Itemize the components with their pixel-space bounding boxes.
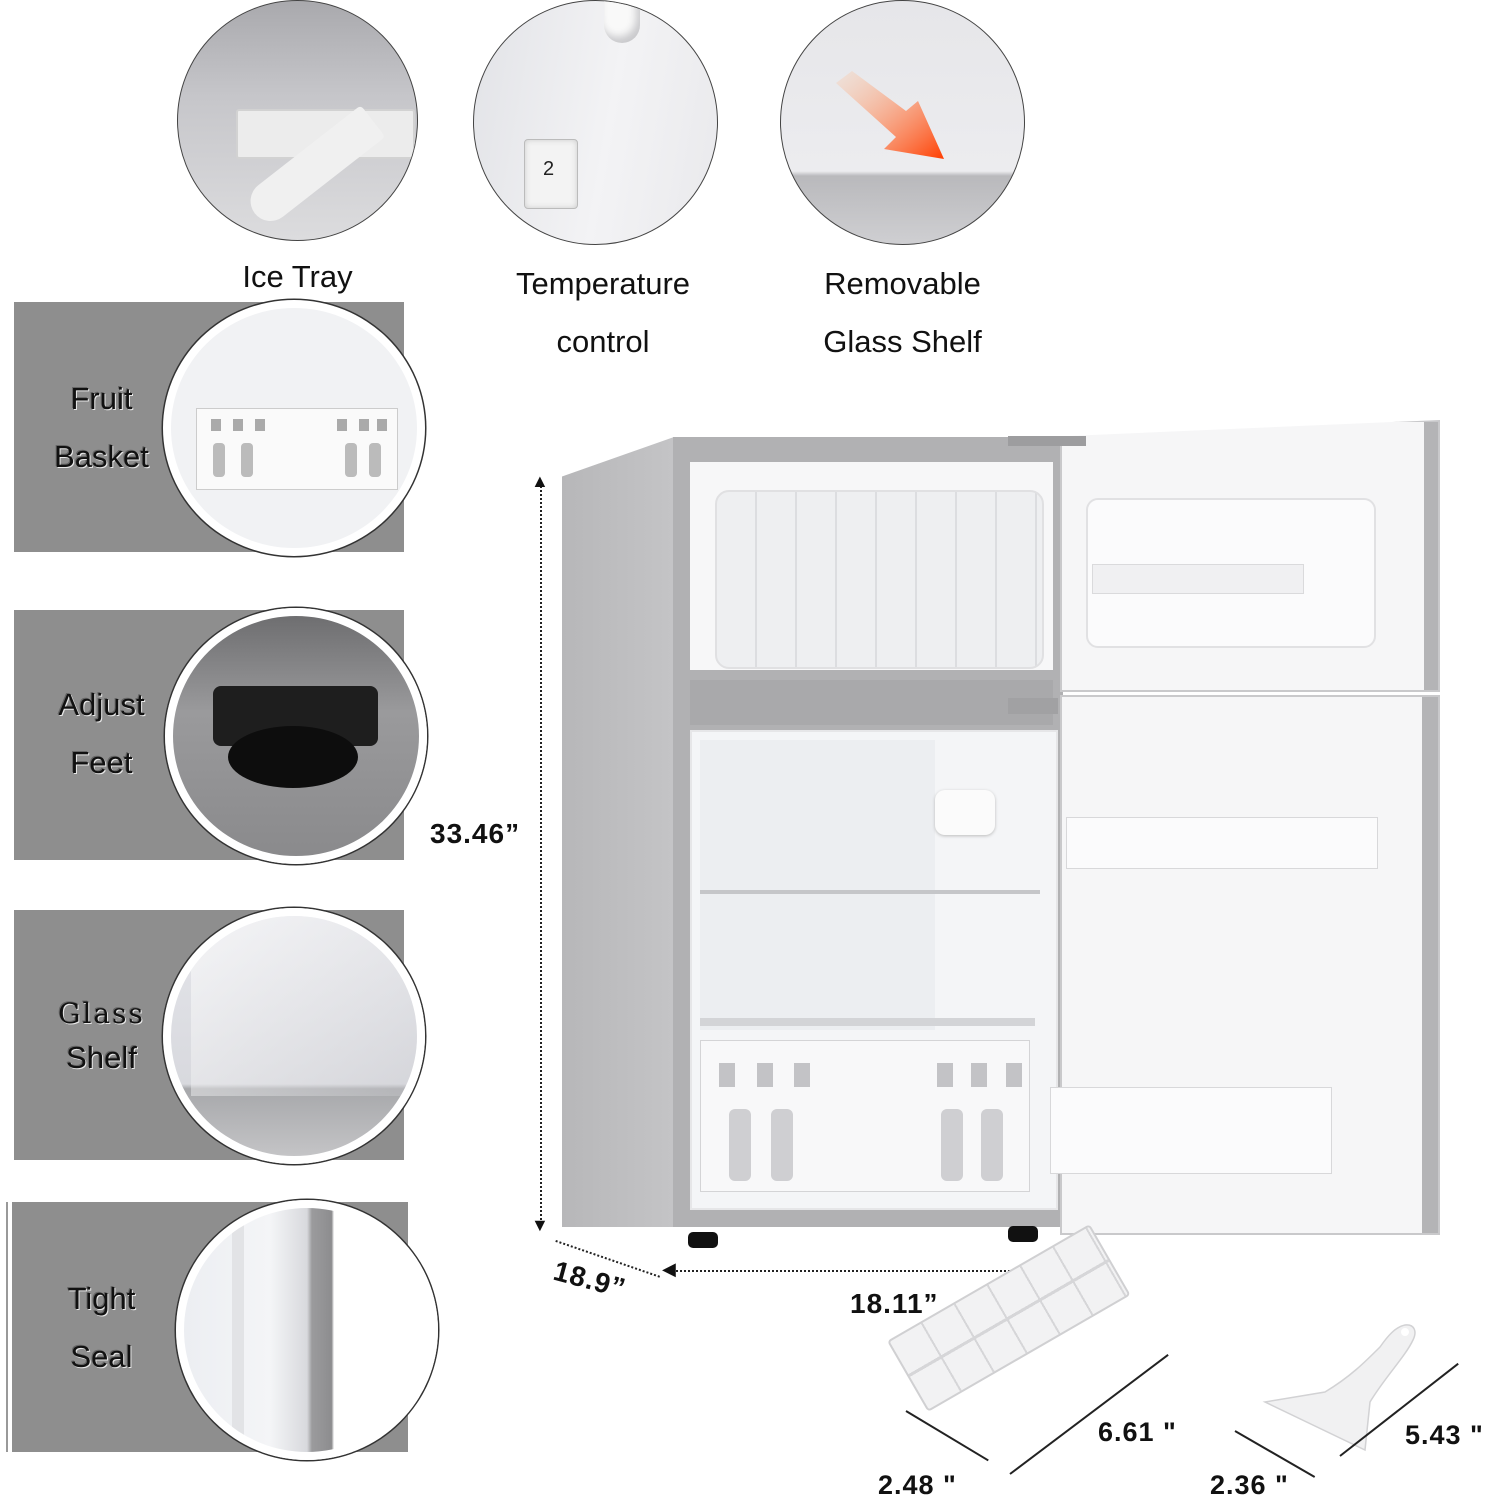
temperature-control-circle: 2 (473, 0, 718, 245)
width-dimension-line (672, 1270, 1082, 1272)
crisper-cover (700, 1018, 1035, 1026)
glass-shelf-circle (163, 908, 425, 1164)
temperature-dial-icon: 2 (524, 139, 578, 209)
scraper-icon (1262, 1324, 1416, 1452)
fridge-side-panel (562, 437, 674, 1227)
freezer-door (1060, 420, 1440, 692)
ice-tray-length: 6.61 " (1098, 1417, 1177, 1447)
hinge-top (1008, 436, 1086, 446)
hinge-middle (1008, 698, 1058, 714)
fridge-foot-right (1008, 1226, 1038, 1242)
ice-tray-width: 2.48 " (878, 1470, 957, 1500)
fridge-door (1050, 695, 1440, 1235)
temperature-control-caption: Temperature control (515, 266, 691, 359)
fruit-basket-label: Fruit Basket (54, 381, 149, 474)
freezer-interior (715, 490, 1044, 669)
scraper-width: 2.36 " (1210, 1470, 1289, 1500)
fridge-back-wall (700, 740, 935, 1030)
thermostat-icon (935, 790, 995, 835)
height-dimension-line (540, 482, 542, 1224)
ice-tray-length-line (1009, 1354, 1169, 1475)
removable-shelf-circle (780, 0, 1025, 245)
adjust-feet-circle (165, 608, 427, 864)
orange-arrow-icon (836, 71, 944, 159)
tight-seal-circle (176, 1200, 438, 1460)
ice-tray-circle (177, 0, 418, 241)
fruit-basket-icon (196, 408, 398, 490)
arrow-up-icon: ▲ (531, 471, 549, 491)
tight-seal-label: Tight Seal (67, 1281, 136, 1374)
glass-shelf-icon (191, 916, 417, 1096)
width-dimension: 18.11” (850, 1288, 939, 1319)
door-upper-shelf (1066, 817, 1378, 869)
control-knob-top (604, 1, 640, 43)
fruit-basket-circle (163, 300, 425, 556)
arrow-down-icon: ▼ (531, 1215, 549, 1235)
height-dimension: 33.46” (430, 818, 521, 849)
glass-shelf (700, 890, 1040, 894)
door-lower-shelf (1050, 1087, 1332, 1174)
arrow-left-icon: ◀ (662, 1259, 676, 1279)
fridge-foot-left (688, 1232, 718, 1248)
glass-shelf-label: Glass Shelf (58, 997, 145, 1075)
ice-tray-width-line (905, 1410, 989, 1462)
adjust-feet-label: Adjust Feet (58, 687, 145, 780)
door-seal-icon (232, 1208, 244, 1452)
ice-tray-caption: Ice Tray (242, 259, 353, 294)
dial-value: 2 (543, 158, 555, 180)
scraper-length: 5.43 " (1405, 1420, 1484, 1450)
removable-shelf-caption: Removable Glass Shelf (823, 266, 982, 359)
fruit-basket (700, 1040, 1030, 1192)
fridge-divider (690, 680, 1053, 725)
